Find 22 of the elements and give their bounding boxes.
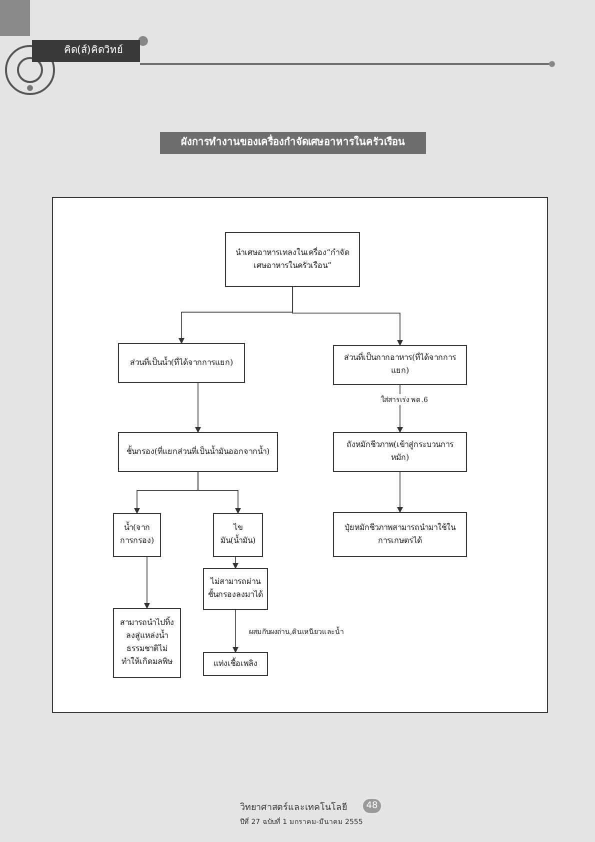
process-box: แท่งเชื้อเพลิง <box>203 652 268 676</box>
process-box: ถังหมักชีวภาพ(เข้าสู่กระบวนการหมัก) <box>333 432 467 472</box>
process-box: ส่วนที่เป็นน้ำ(ที่ได้จากการแยก) <box>118 343 245 383</box>
section-header: คิด(ส์)คิดวิทย์ <box>32 40 140 62</box>
process-box: ปุ๋ยหมักชีวภาพสามารถนำมาใช้ในการเกษตรได้ <box>333 512 467 557</box>
process-box: น้ำ(จากการกรอง) <box>113 513 161 557</box>
footer-title: วิทยาศาสตร์และเทคโนโลยี <box>240 800 347 814</box>
arrow <box>397 472 403 513</box>
arrow <box>198 472 241 514</box>
arrow <box>144 556 150 609</box>
process-box: ชั้นกรอง(ที่แยกส่วนที่เป็นน้ำมันออกจากน้ำ) <box>118 432 278 472</box>
arrow <box>195 382 201 433</box>
arrow <box>232 610 238 653</box>
process-box: ไม่สามารถผ่านชั้นกรองลงมาได้ <box>203 568 268 610</box>
process-box: ส่วนที่เป็นกากอาหาร(ที่ได้จากการแยก) <box>333 345 467 385</box>
process-box: นำเศษอาหารเทลงในเครื่อง“กำจัดเศษอาหารในครัวเรือน” <box>225 232 360 287</box>
arrow <box>232 556 238 569</box>
arrow <box>292 286 403 346</box>
page-number: 48 <box>363 799 381 813</box>
title-banner: ผังการทำงานของเครื่องกำจัดเศษอาหารในครัวเรือน <box>160 132 426 154</box>
process-box: สามารถนำไปทิ้งลงสู่แหล่งน้ำธรรมชาติไม่ทำให้เกิดมลพิษ <box>113 608 181 678</box>
process-box: ไขมัน(น้ำมัน) <box>213 513 263 557</box>
